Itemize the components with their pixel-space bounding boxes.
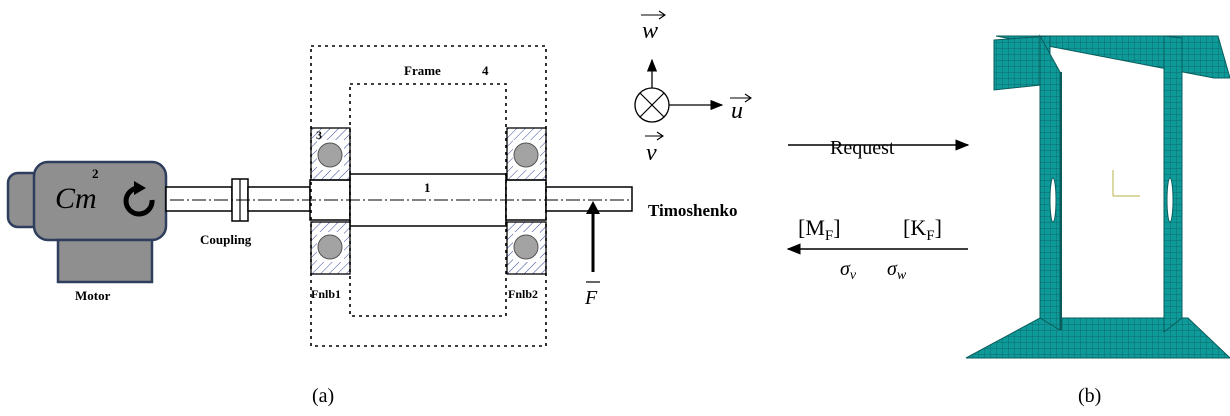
mass-matrix-label: [MF] xyxy=(798,215,841,244)
bearing-right-bottom-ball xyxy=(513,234,539,260)
force-arrow: F xyxy=(584,201,600,309)
motor-base xyxy=(56,238,154,284)
triad-icon xyxy=(1112,170,1140,197)
v-axis-label: v xyxy=(646,140,657,166)
frame-number: 4 xyxy=(482,63,489,78)
force-arrow-head-icon xyxy=(586,201,600,214)
request-label: Request xyxy=(830,137,895,159)
mesh-left-bearing-hole xyxy=(1049,177,1057,223)
w-axis-label: w xyxy=(642,18,658,44)
caption-a: (a) xyxy=(312,385,334,407)
frame-inner xyxy=(349,83,507,317)
motor-symbol: Cm xyxy=(55,182,97,215)
frame-outer xyxy=(310,45,547,347)
mesh-right-web xyxy=(1163,35,1183,334)
force-symbol: F xyxy=(584,287,598,309)
mesh-left-web xyxy=(1039,34,1061,331)
mesh-right-bearing-hole xyxy=(1166,177,1174,223)
motor: Cm 2 Motor xyxy=(6,160,168,303)
bearing-right-label: Fnlb2 xyxy=(508,287,538,301)
data-exchange: Request [MF] [KF] σv σw xyxy=(786,137,970,283)
bearing-number: 3 xyxy=(316,128,322,142)
mesh-bottom-plate xyxy=(965,317,1230,359)
sigma-w-label: σw xyxy=(887,258,907,283)
bearing-right-top-ball xyxy=(513,142,539,168)
u-axis-label: u xyxy=(731,98,743,124)
finite-element-frame-mesh xyxy=(965,34,1230,359)
sigma-v-label: σv xyxy=(840,258,857,283)
coupling-label: Coupling xyxy=(200,232,252,247)
timoshenko-label: Timoshenko xyxy=(648,201,737,220)
bearing-left-top-ball xyxy=(317,142,343,168)
frame-label: Frame xyxy=(404,63,441,78)
frame: Frame 4 xyxy=(310,45,547,347)
input-shaft xyxy=(165,186,233,212)
bearing-right: Fnlb2 xyxy=(506,127,547,301)
coordinate-axes: w u v xyxy=(634,10,752,166)
shaft-overhang xyxy=(545,186,633,212)
bearing-left-label: Fnlb1 xyxy=(311,287,341,301)
stiffness-matrix-label: [KF] xyxy=(903,215,942,244)
motor-number: 2 xyxy=(92,166,99,181)
shaft-number: 1 xyxy=(424,180,431,195)
shaft-assembly: Coupling 1 Timoshenko xyxy=(165,173,737,247)
shaft-segment-left xyxy=(247,186,311,212)
motor-label: Motor xyxy=(75,288,111,303)
caption-b: (b) xyxy=(1078,385,1101,407)
rotation-arrow-icon xyxy=(123,181,155,217)
bearing-left-bottom-ball xyxy=(317,234,343,260)
motor-body xyxy=(32,160,168,242)
bearing-left: 3 Fnlb1 xyxy=(310,127,351,301)
